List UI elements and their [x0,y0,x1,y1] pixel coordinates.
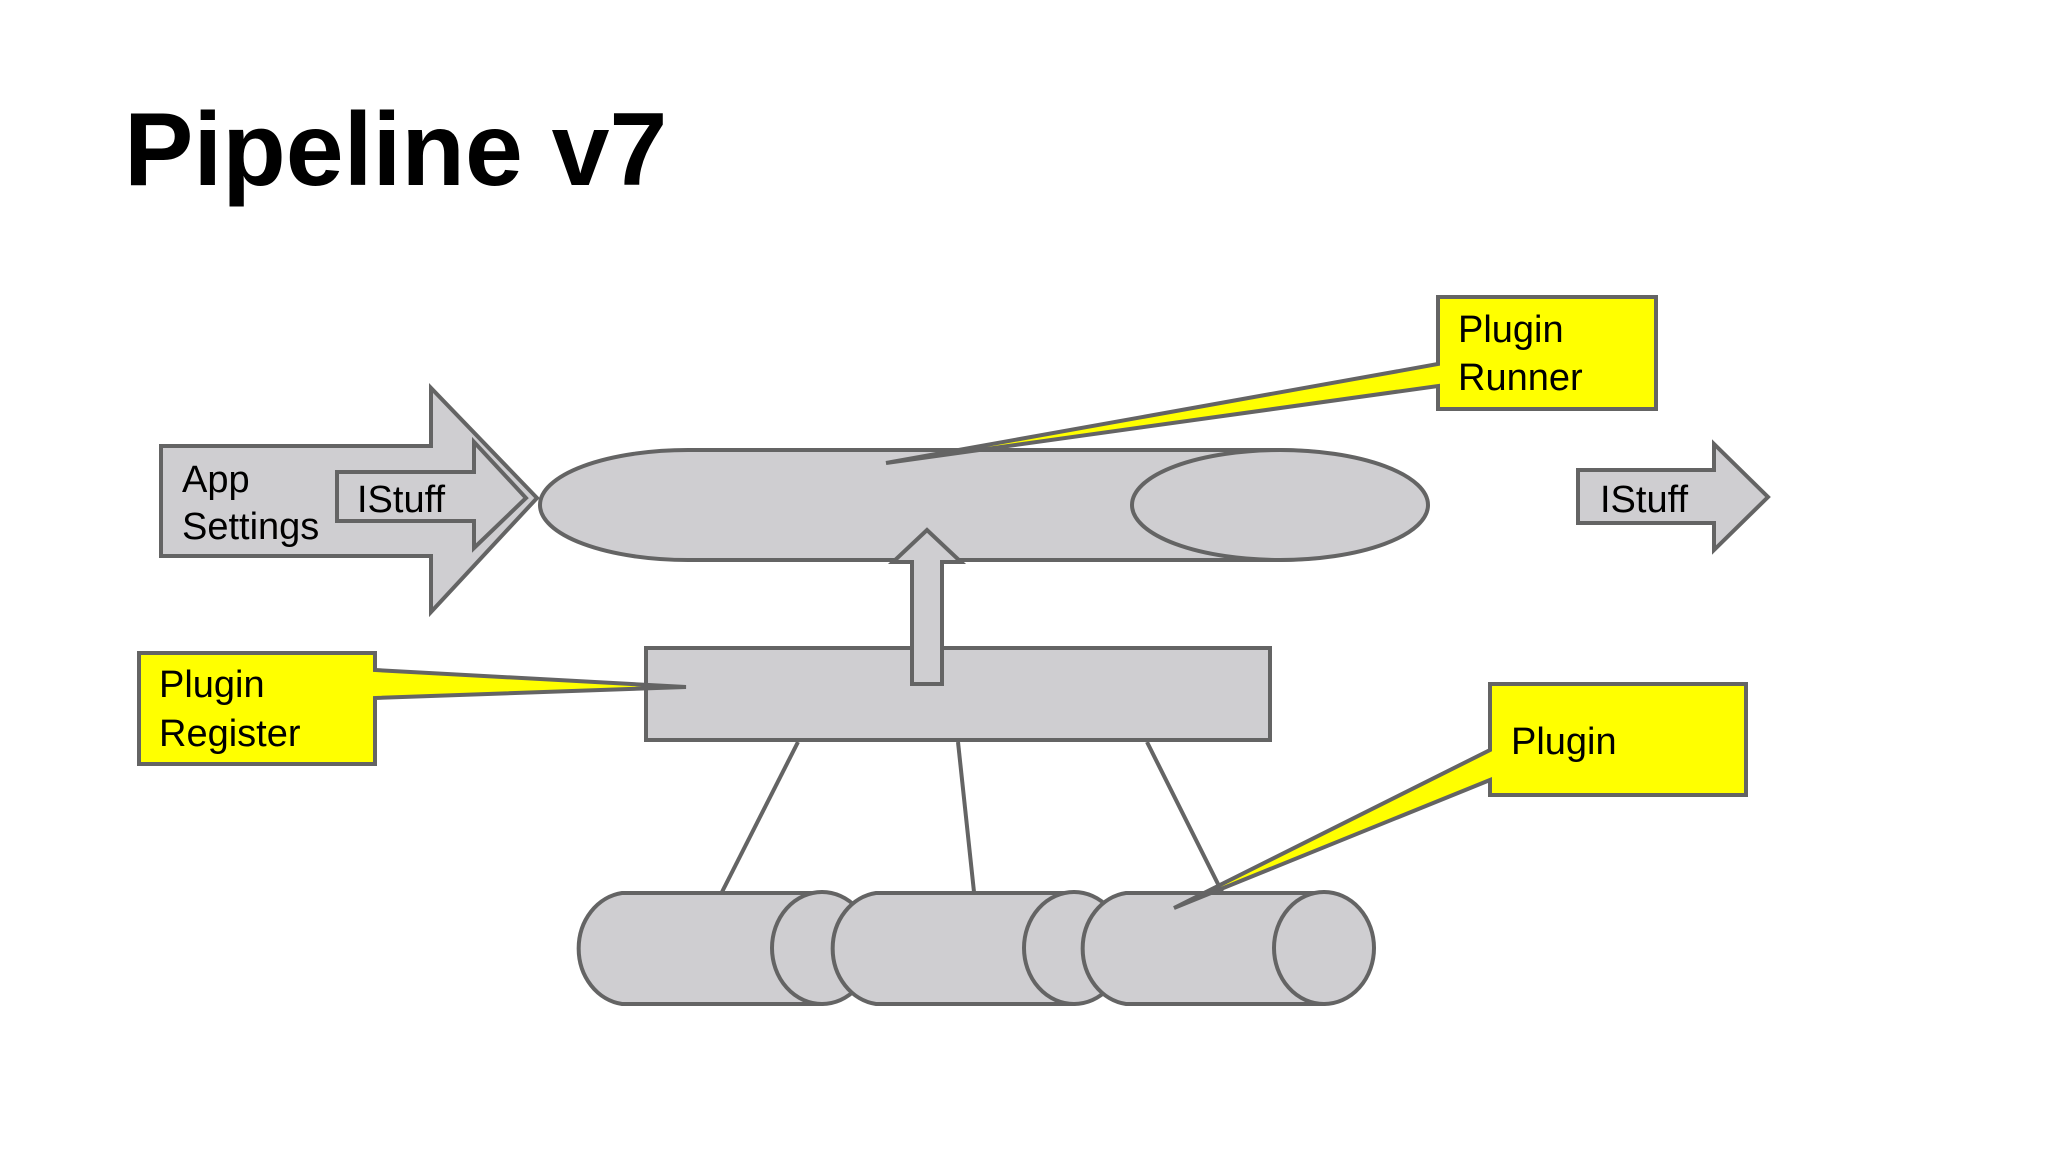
plugin-register-box [644,646,1272,742]
plugin-cylinder-1 [576,890,874,1006]
istuff-input-label: IStuff [357,479,445,521]
plugin-register-callout-line1: Plugin [159,664,265,706]
plugin-runner-cylinder [538,448,1430,562]
slide-title: Pipeline v7 [124,92,668,208]
register-to-runner-arrow [887,527,967,686]
connector-line-2 [956,741,976,893]
plugin-register-callout: Plugin Register [137,651,687,766]
connector-line-3 [1145,741,1224,893]
plugin-cylinder-2 [830,890,1126,1006]
plugin-register-callout-line2: Register [159,713,301,755]
plugin-runner-callout-line2: Runner [1458,357,1583,399]
istuff-output-arrow [1576,439,1771,555]
plugin-runner-callout-line1: Plugin [1458,309,1564,351]
istuff-output-label: IStuff [1600,479,1688,521]
plugin-runner-callout: Plugin Runner [885,295,1658,465]
app-settings-label-line1: App [182,459,250,501]
istuff-input-arrow [335,436,529,553]
app-settings-label-line2: Settings [182,506,319,548]
plugin-callout-label: Plugin [1511,721,1617,763]
connector-line-1 [720,741,800,893]
plugin-cylinder-3 [1080,890,1376,1006]
plugin-callout: Plugin [1173,682,1748,910]
